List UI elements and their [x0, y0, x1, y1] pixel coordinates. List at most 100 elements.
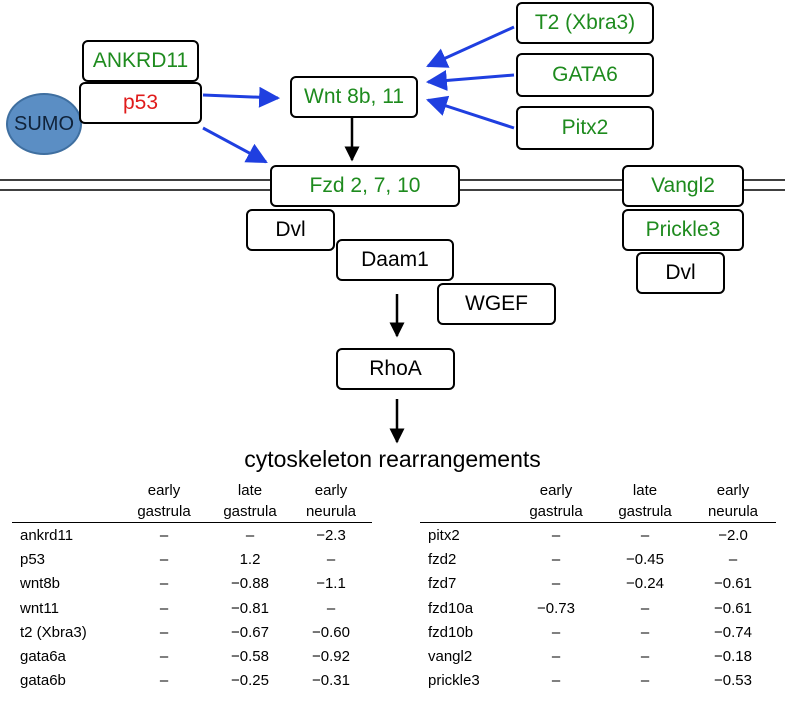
- value-cell: −0.31: [312, 672, 350, 690]
- gene-cell: prickle3: [428, 672, 480, 690]
- node-wnt: Wnt 8b, 11: [290, 76, 418, 118]
- header-line2: gastrula: [223, 503, 277, 520]
- gene-cell: fzd7: [428, 575, 457, 593]
- gene-cell: t2 (Xbra3): [20, 623, 87, 641]
- gene-cell: pitx2: [428, 526, 460, 544]
- value-cell: –: [159, 623, 169, 641]
- node-prickle3: Prickle3: [622, 209, 744, 251]
- table-row: wnt8b–−0.88−1.1: [12, 572, 372, 596]
- value-cell: –: [551, 550, 561, 568]
- header-line1: early: [716, 482, 750, 499]
- node-dvl-right: Dvl: [636, 252, 725, 294]
- value-cell: –: [640, 623, 650, 641]
- arrow-p53-to-fzd: [202, 126, 268, 164]
- header-line1: early: [539, 482, 573, 499]
- header-line1: early: [147, 482, 181, 499]
- node-rhoa: RhoA: [336, 348, 455, 390]
- value-cell: −0.24: [626, 575, 664, 593]
- node-dvl-left-label: Dvl: [275, 218, 306, 241]
- gene-cell: gata6b: [20, 672, 66, 690]
- node-gata6: GATA6: [516, 53, 654, 97]
- gene-column-header: [420, 480, 512, 523]
- value-cell: −0.53: [714, 672, 752, 690]
- table-row: ankrd11 – – −2.3: [12, 523, 372, 548]
- gene-cell: ankrd11: [20, 526, 74, 544]
- node-prickle3-label: Prickle3: [645, 218, 721, 241]
- table-row: gata6b – −0.25 −0.31: [12, 669, 372, 693]
- value-cell: −0.73: [537, 599, 575, 617]
- value-cell: –: [640, 648, 650, 666]
- value-cell: −0.45: [626, 550, 664, 568]
- table-row: wnt11–−0.81–: [12, 596, 372, 620]
- value-cell: 1.2: [239, 550, 261, 568]
- value-cell: –: [551, 575, 561, 593]
- value-cell: –: [159, 526, 169, 544]
- value-cell: −0.18: [714, 648, 752, 666]
- table-row: p53–1.2–: [12, 547, 372, 571]
- value-cell: –: [640, 526, 650, 544]
- value-cell: –: [159, 672, 169, 690]
- table-row: fzd7 – −0.24 −0.61: [420, 572, 776, 596]
- node-fzd-label: Fzd 2, 7, 10: [309, 174, 421, 197]
- table-row: fzd10a−0.73–−0.61: [420, 596, 776, 620]
- node-daam1-label: Daam1: [361, 248, 429, 271]
- gene-cell: vangl2: [428, 648, 473, 666]
- node-p53: p53: [79, 82, 202, 124]
- value-cell: –: [640, 599, 650, 617]
- gene-cell: wnt11: [20, 599, 59, 617]
- value-cell: –: [551, 648, 561, 666]
- value-cell: −0.58: [231, 648, 269, 666]
- header-line1: early: [314, 482, 348, 499]
- table-row: fzd2 – −0.45 –: [420, 547, 776, 571]
- node-sumo: SUMO: [6, 93, 82, 155]
- node-t2-label: T2 (Xbra3): [534, 11, 636, 34]
- node-pitx2-label: Pitx2: [561, 116, 609, 139]
- node-t2: T2 (Xbra3): [516, 2, 654, 44]
- gene-column-header: [12, 480, 118, 523]
- column-header: early neurula: [290, 480, 372, 523]
- value-cell: −2.3: [316, 526, 346, 544]
- value-cell: –: [159, 648, 169, 666]
- value-cell: –: [551, 672, 561, 690]
- value-cell: –: [728, 550, 738, 568]
- node-vangl2-label: Vangl2: [651, 174, 715, 197]
- value-cell: −1.1: [316, 575, 346, 593]
- value-cell: –: [245, 526, 255, 544]
- header-line2: neurula: [305, 503, 357, 520]
- value-cell: –: [640, 672, 650, 690]
- node-dvl-left: Dvl: [246, 209, 335, 251]
- header-line1: late: [632, 482, 658, 499]
- node-rhoa-label: RhoA: [369, 357, 422, 380]
- node-vangl2: Vangl2: [622, 165, 744, 207]
- gene-cell: fzd2: [428, 550, 457, 568]
- value-cell: −0.60: [312, 623, 350, 641]
- gene-cell: gata6a: [20, 648, 66, 666]
- table-row: fzd10b––−0.74: [420, 620, 776, 644]
- value-cell: –: [159, 550, 169, 568]
- table-row: gata6a–−0.58−0.92: [12, 644, 372, 668]
- value-cell: –: [159, 599, 169, 617]
- header-line2: gastrula: [137, 503, 191, 520]
- node-sumo-label: SUMO: [14, 112, 74, 135]
- table-header-row: early gastrula late gastrula early neurula: [12, 480, 372, 523]
- value-cell: −0.81: [231, 599, 269, 617]
- value-cell: −0.25: [231, 672, 269, 690]
- header-line2: gastrula: [529, 503, 583, 520]
- value-cell: −0.61: [714, 575, 752, 593]
- value-cell: −0.74: [714, 623, 752, 641]
- arrow-gata6-to-wnt: [425, 70, 515, 91]
- header-line2: gastrula: [618, 503, 672, 520]
- arrow-t2-to-wnt: [426, 25, 515, 68]
- header-line1: late: [237, 482, 263, 499]
- node-wnt-label: Wnt 8b, 11: [304, 85, 404, 108]
- arrow-pitx2-to-wnt: [426, 95, 515, 130]
- arrow-p53-to-wnt: [202, 86, 281, 108]
- table-row: vangl2 – – −0.18: [420, 644, 776, 668]
- column-header: early gastrula: [118, 480, 210, 523]
- gene-cell: wnt8b: [20, 575, 61, 593]
- table-row: t2 (Xbra3)–−0.67−0.60: [12, 620, 372, 644]
- node-fzd: Fzd 2, 7, 10: [270, 165, 460, 207]
- value-cell: –: [326, 550, 336, 568]
